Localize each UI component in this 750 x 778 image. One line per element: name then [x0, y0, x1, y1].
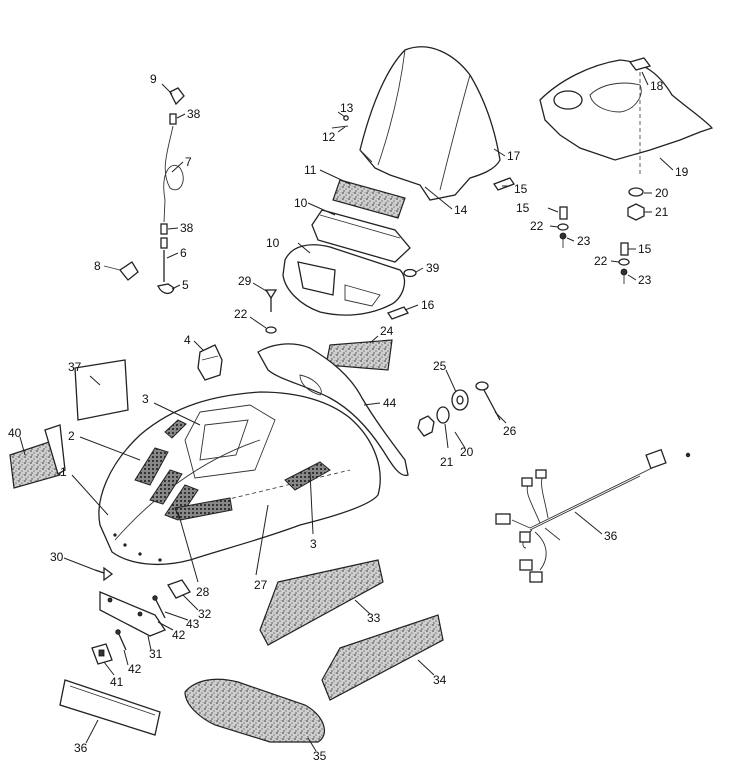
callout-21: 21	[655, 205, 669, 219]
callout-27: 27	[254, 578, 268, 592]
callout-12: 11	[304, 163, 317, 177]
rear-shell	[539, 59, 714, 175]
callout-41: 41	[110, 675, 124, 689]
callout-40: 40	[8, 426, 22, 440]
callout-29: 30	[50, 550, 64, 564]
callout-20: 20	[460, 445, 474, 459]
side-panel-44	[257, 343, 409, 477]
foam-strip-12	[332, 179, 406, 219]
callout-29: 29	[238, 274, 252, 288]
hood	[98, 391, 381, 566]
callout-23: 23	[638, 273, 652, 287]
callout-14: 13	[340, 101, 354, 115]
callout-labels: 9 38 7 38 6 5 8 13 12 11 10 9 10 10 39 1…	[8, 72, 689, 763]
callout-33: 34	[433, 673, 447, 687]
callout-3: 3	[142, 392, 149, 406]
callout-42: 42	[172, 628, 186, 642]
callout-17: 17	[507, 149, 521, 163]
callout-28: 28	[196, 585, 210, 599]
callout-30: 31	[149, 647, 163, 661]
callout-39: 39	[426, 261, 440, 275]
callout-38: 38	[187, 107, 201, 121]
callout-22: 22	[530, 219, 544, 233]
bolt-29-lower	[94, 566, 114, 582]
callout-8: 8	[94, 259, 101, 273]
foam-37	[74, 359, 129, 421]
callout-22: 22	[234, 307, 248, 321]
callout-34: 35	[313, 749, 327, 763]
foam-40	[9, 424, 66, 489]
callout-11: 10	[294, 196, 308, 210]
callout-23: 23	[577, 234, 591, 248]
callout-16: 16	[421, 298, 435, 312]
callout-ten: 10	[266, 236, 280, 250]
windshield	[359, 46, 501, 201]
callout-1: 1	[60, 465, 67, 479]
screws-42-43	[115, 595, 166, 651]
clip-31	[167, 579, 191, 599]
callout-26: 26	[503, 424, 517, 438]
callout-9: 9	[150, 72, 157, 86]
grommet-hardware-25-26	[417, 381, 501, 437]
callout-2: 2	[68, 429, 75, 443]
latch-41	[91, 643, 113, 665]
cable-clip-8	[103, 261, 139, 281]
callout-37: 37	[68, 360, 82, 374]
callout-6: 6	[180, 246, 187, 260]
clip-16-lower	[387, 306, 409, 320]
callout-24: 24	[380, 324, 394, 338]
callout-13: 12	[322, 130, 336, 144]
callout-25: 25	[433, 359, 447, 373]
callout-42: 42	[128, 662, 142, 676]
hinge-bracket-30	[99, 591, 166, 637]
bracket-4	[197, 344, 223, 381]
callout-4: 4	[184, 333, 191, 347]
marker-dot	[685, 452, 691, 458]
clip-16-upper	[493, 177, 515, 191]
callout-16: 15	[514, 182, 528, 196]
callout-22: 22	[594, 254, 608, 268]
wiring-harness-35	[495, 448, 667, 583]
callout-18: 18	[650, 79, 664, 93]
callout-7: 7	[185, 155, 192, 169]
callout-21: 21	[440, 455, 454, 469]
foam-pad-34	[184, 678, 326, 743]
foam-pad-33	[321, 614, 444, 701]
foam-pad-32	[259, 559, 384, 646]
callout-43: 43	[186, 617, 200, 631]
callout-35: 36	[604, 529, 618, 543]
instrument-housing-11	[311, 209, 411, 263]
callout-15: 15	[516, 201, 530, 215]
callout-31: 32	[198, 607, 212, 621]
callout-19: 19	[675, 165, 689, 179]
washer-39	[403, 268, 417, 278]
washer-nut-right	[627, 187, 645, 221]
callout-32: 33	[367, 611, 381, 625]
callout-3: 3	[310, 537, 317, 551]
callout-5: 5	[182, 278, 189, 292]
callout-20: 20	[655, 186, 669, 200]
leader-lines	[19, 71, 674, 752]
hardware-15-22-23-right	[618, 242, 630, 284]
rear-plug	[628, 57, 652, 71]
hardware-15-22-23-mid	[557, 206, 569, 248]
callout-44: 44	[383, 396, 397, 410]
plate-36	[59, 679, 161, 736]
cable-assembly	[157, 87, 185, 295]
callout-36: 36	[74, 741, 88, 755]
callout-15: 15	[638, 242, 652, 256]
callout-15: 14	[454, 203, 468, 217]
callout-38: 38	[180, 221, 194, 235]
bolt-29-top	[264, 289, 278, 334]
dash-panel-10	[282, 244, 406, 316]
foam-pad-24	[325, 339, 393, 371]
screw-13-14	[331, 115, 349, 129]
